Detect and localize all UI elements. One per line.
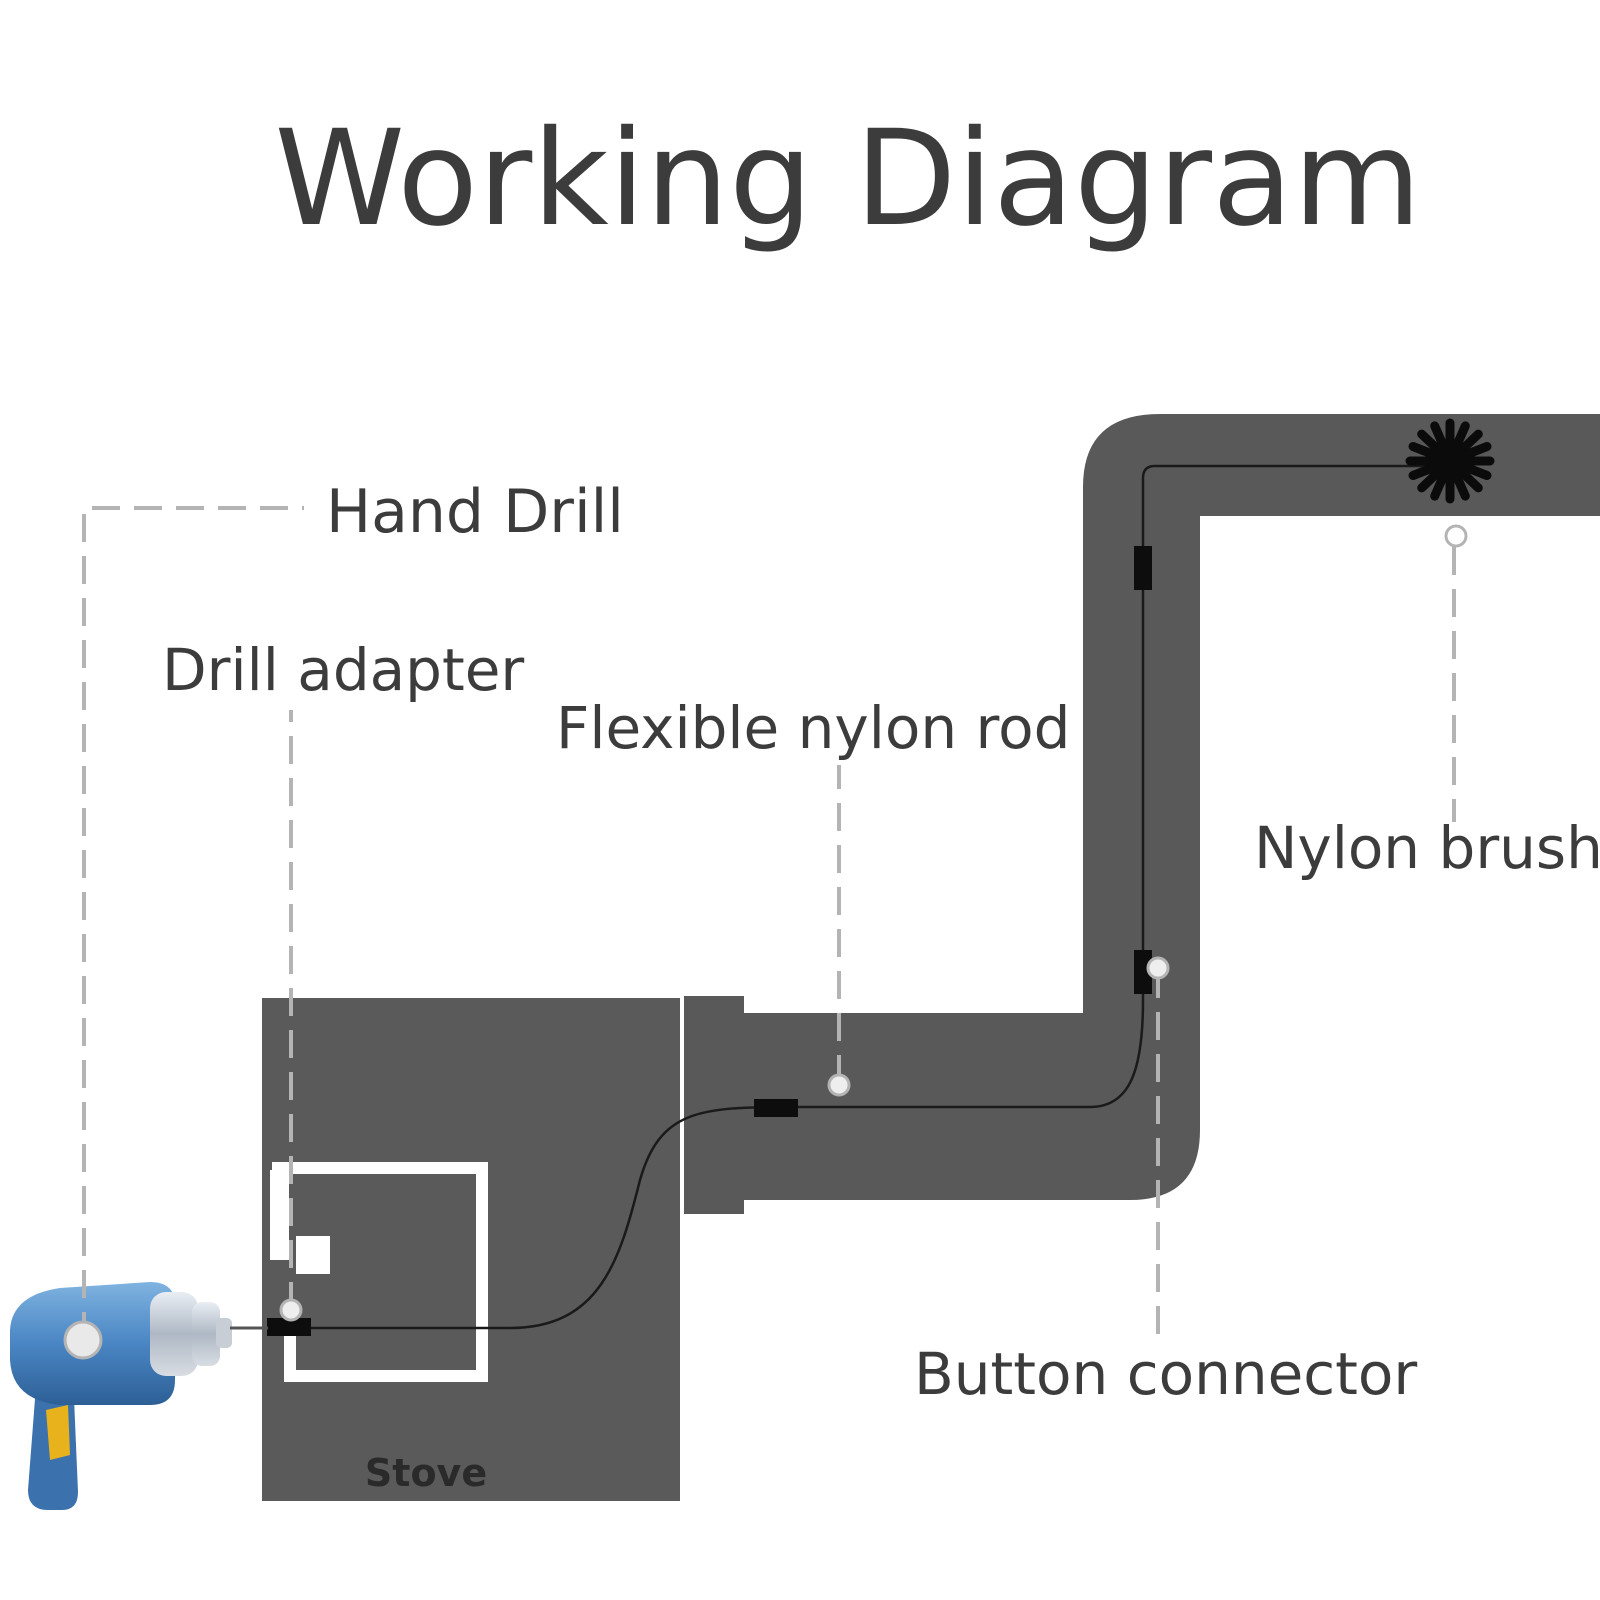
hand-drill-marker <box>63 1320 103 1360</box>
button-connector <box>1134 950 1152 994</box>
flexible-nylon-rod-label: Flexible nylon rod <box>556 694 1070 762</box>
stove: Stove <box>262 998 680 1501</box>
connector-marker <box>1146 956 1170 980</box>
flue-collar <box>684 996 744 1214</box>
hand-drill-label: Hand Drill <box>326 477 624 547</box>
stove-door-knob <box>296 1236 330 1274</box>
button-connector-label: Button connector <box>914 1340 1417 1408</box>
button-connector <box>1134 546 1152 590</box>
drill-adapter-marker <box>279 1298 303 1322</box>
hand-drill-icon <box>10 1282 268 1510</box>
stove-label: Stove <box>365 1451 487 1495</box>
leader-lines <box>82 506 1456 1340</box>
page-title: Working Diagram <box>274 102 1421 256</box>
brush-marker <box>1444 524 1468 548</box>
drill-adapter <box>267 1318 311 1336</box>
stove-door-latch <box>270 1170 289 1260</box>
leader-dots <box>63 524 1468 1360</box>
button-connector <box>754 1099 798 1117</box>
rod-marker <box>827 1073 851 1097</box>
nylon-brush-icon <box>1405 418 1495 504</box>
chimney-pipe <box>742 414 1600 1200</box>
nylon-brush-label: Nylon brush <box>1254 814 1600 882</box>
flexible-nylon-rod <box>232 464 1460 1330</box>
brush-hub <box>1440 451 1460 471</box>
drill-adapter-label: Drill adapter <box>162 636 524 704</box>
